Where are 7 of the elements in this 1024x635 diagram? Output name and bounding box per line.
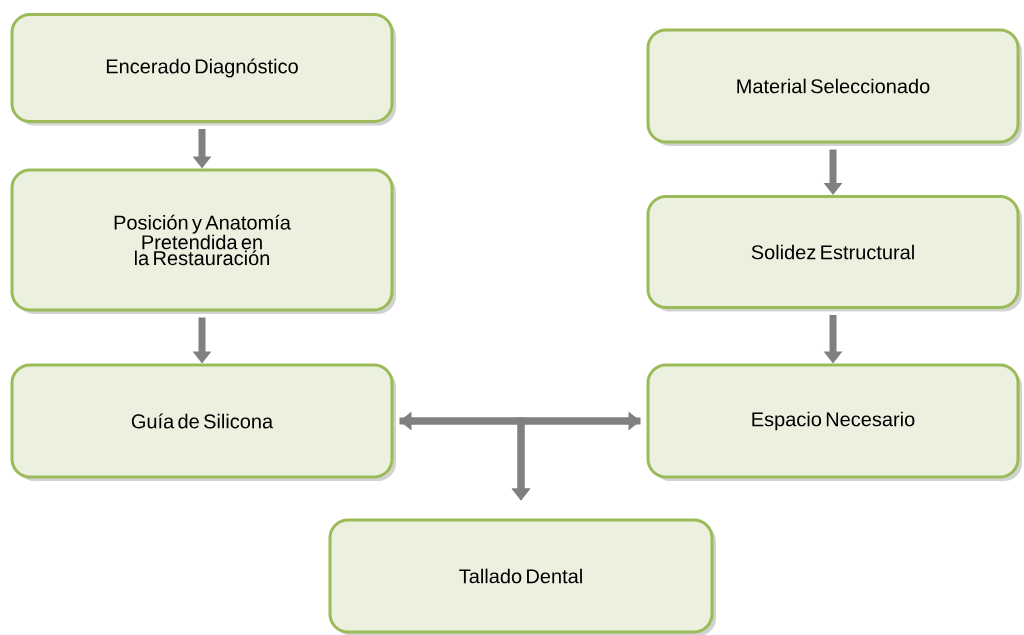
process-box: Tallado Dental [328,518,716,635]
process-box: Espacio Necesario [646,363,1022,481]
process-box: Solidez Estructural [646,195,1022,312]
process-box: Guía de Silicona [10,363,396,481]
process-box: Material Seleccionado [646,28,1022,146]
process-box: Posición y Anatomía Pretendida en la Restauración [10,168,396,314]
process-box: Encerado Diagnóstico [10,13,396,126]
